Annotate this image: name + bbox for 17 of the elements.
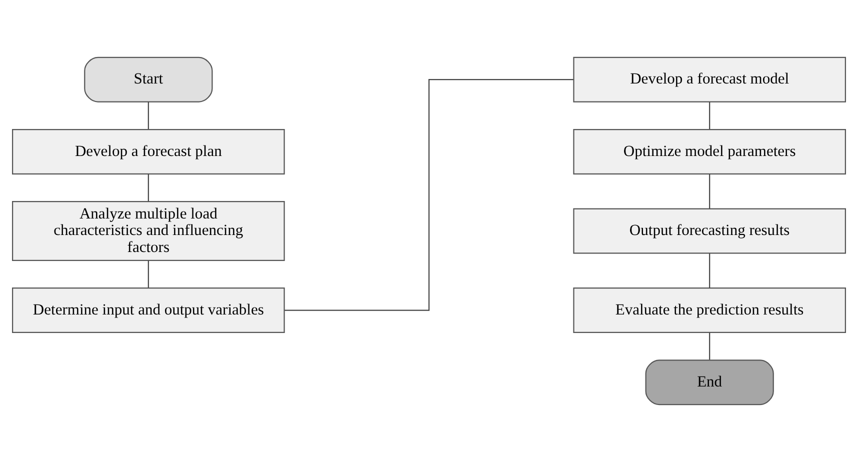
node-box: Optimize model parameters: [573, 128, 846, 174]
connector: [148, 174, 149, 202]
node-box: Develop a forecast model: [573, 56, 846, 102]
connector: [709, 332, 710, 360]
node-box: Determine input and output variables: [12, 288, 285, 334]
node-box: End: [645, 360, 774, 406]
node-box: Start: [84, 56, 213, 102]
connector: [148, 102, 149, 130]
node-box: Develop a forecast plan: [12, 128, 285, 174]
connector: [148, 260, 149, 288]
node-box: Output forecasting results: [573, 208, 846, 254]
node-box: Analyze multiple load characteristics and influencing factors: [12, 201, 285, 261]
node-box: Evaluate the prediction results: [573, 288, 846, 334]
connector: [709, 254, 710, 288]
connector: [284, 79, 574, 311]
connector: [709, 174, 710, 209]
connector: [709, 102, 710, 130]
